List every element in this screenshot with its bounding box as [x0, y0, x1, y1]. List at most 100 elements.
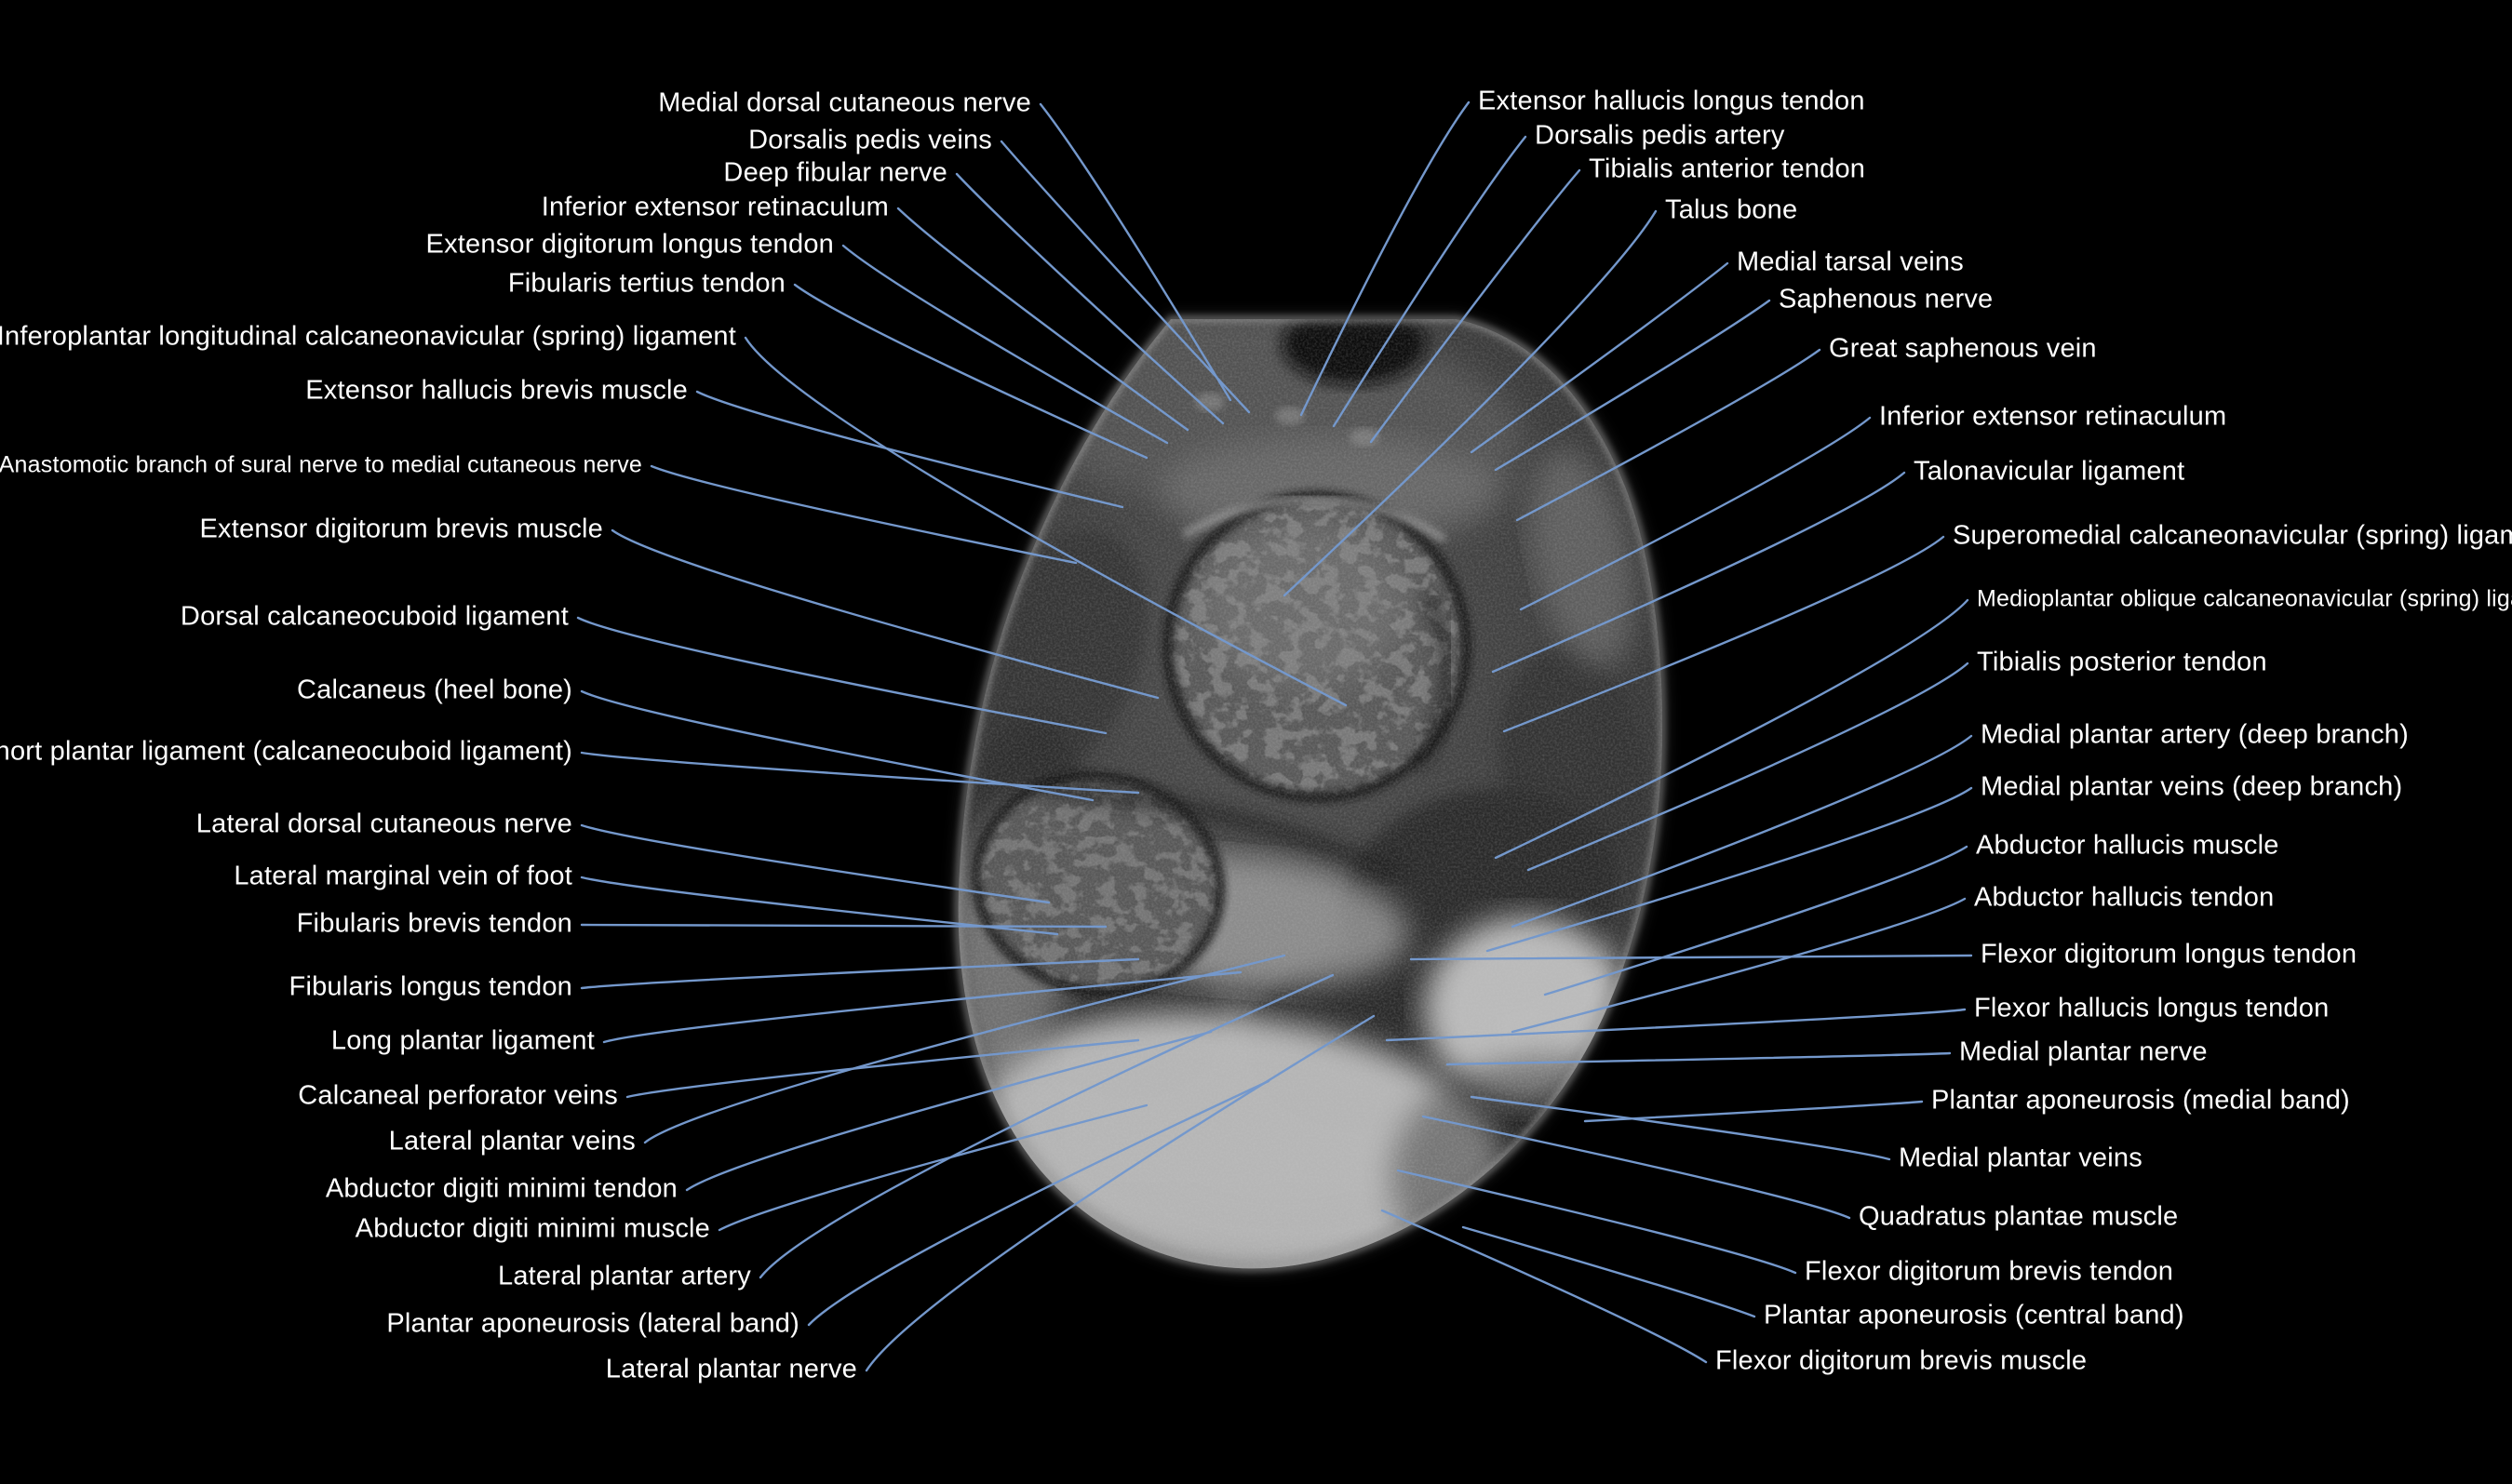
anatomy-label[interactable]: Medial dorsal cutaneous nerve [658, 87, 1031, 118]
anatomy-label[interactable]: Superomedial calcaneonavicular (spring) … [1953, 520, 2512, 551]
leader-line [1461, 1225, 1756, 1318]
leader-line [602, 970, 1243, 1044]
leader-line [611, 528, 1160, 700]
leader-line [580, 957, 1140, 990]
anatomy-label[interactable]: Tibialis anterior tendon [1589, 154, 1866, 184]
leader-line [1491, 471, 1906, 674]
anatomy-label[interactable]: Dorsal calcaneocuboid ligament [180, 601, 569, 632]
anatomy-label[interactable]: Medial plantar nerve [1959, 1036, 2208, 1067]
anatomy-label[interactable]: Extensor hallucis brevis muscle [305, 375, 688, 406]
anatomy-label[interactable]: Medial tarsal veins [1737, 247, 1964, 277]
anatomy-label[interactable]: Fibularis brevis tendon [296, 908, 572, 939]
leader-line [744, 336, 1348, 707]
leader-line [1511, 897, 1967, 1034]
leader-lines-group [576, 100, 1973, 1372]
leader-line [955, 172, 1225, 425]
leader-line [1396, 1169, 1797, 1275]
leader-line [896, 207, 1189, 432]
anatomy-label[interactable]: Lateral plantar artery [498, 1261, 751, 1291]
leader-line [1385, 1008, 1967, 1042]
leader-line [1494, 299, 1771, 472]
leader-line [807, 1079, 1270, 1327]
anatomy-label[interactable]: Deep fibular nerve [723, 157, 947, 188]
anatomy-label[interactable]: Long plantar ligament [330, 1025, 595, 1056]
leader-line [650, 464, 1078, 565]
leader-line [1470, 1095, 1891, 1161]
leader-line [1299, 100, 1471, 417]
anatomy-label[interactable]: Dorsalis pedis veins [748, 125, 992, 155]
anatomy-label[interactable]: Medioplantar oblique calcaneonavicular (… [1977, 585, 2512, 612]
leader-line [1369, 168, 1581, 444]
leader-line [1445, 1051, 1952, 1066]
leader-line [865, 1014, 1376, 1372]
leader-line [718, 1103, 1149, 1232]
leader-line [1421, 1115, 1851, 1220]
anatomy-label[interactable]: Calcaneal perforator veins [298, 1080, 618, 1111]
leader-line [1409, 954, 1973, 961]
leader-line [1515, 348, 1821, 522]
leader-line [685, 1030, 1213, 1192]
anatomy-label[interactable]: Plantar aponeurosis (central band) [1764, 1300, 2184, 1330]
anatomy-label[interactable]: Flexor digitorum longus tendon [1981, 939, 2358, 969]
anatomy-label[interactable]: Fibularis tertius tendon [507, 268, 786, 299]
leader-line [1000, 140, 1251, 414]
leader-line [580, 751, 1140, 795]
leader-line [1494, 598, 1969, 860]
leader-line [1485, 786, 1973, 953]
leader-line [1519, 416, 1872, 611]
leader-line [580, 823, 1051, 904]
anatomy-label[interactable]: Medial plantar artery (deep branch) [1981, 719, 2409, 750]
anatomy-label[interactable]: Plantar aponeurosis (medial band) [1931, 1085, 2350, 1116]
anatomy-label[interactable]: Tibialis posterior tendon [1977, 647, 2267, 677]
anatomy-label[interactable]: Abductor digiti minimi muscle [355, 1213, 710, 1244]
anatomy-label[interactable]: Dorsalis pedis artery [1535, 120, 1785, 151]
leader-line [1583, 1100, 1924, 1123]
leader-line [580, 689, 1095, 802]
leader-line [643, 954, 1286, 1144]
anatomy-label[interactable]: Great saphenous vein [1829, 333, 2097, 364]
anatomy-label[interactable]: Flexor digitorum brevis muscle [1715, 1345, 2088, 1376]
anatomy-label[interactable]: Saphenous nerve [1779, 284, 1994, 314]
anatomy-label[interactable]: Short plantar ligament (calcaneocuboid l… [0, 736, 572, 767]
leader-line [1039, 102, 1232, 402]
leader-line [580, 923, 1108, 929]
anatomy-label[interactable]: Fibularis longus tendon [289, 971, 572, 1002]
anatomy-label[interactable]: Extensor hallucis longus tendon [1478, 86, 1865, 116]
leader-line [625, 1038, 1140, 1099]
anatomy-label[interactable]: Flexor digitorum brevis tendon [1805, 1256, 2174, 1287]
anatomy-label[interactable]: Abductor hallucis tendon [1974, 882, 2275, 913]
anatomy-label[interactable]: Medial plantar veins (deep branch) [1981, 771, 2403, 802]
leader-line [1470, 261, 1729, 454]
anatomy-label[interactable]: Lateral marginal vein of foot [234, 861, 572, 891]
anatomy-label[interactable]: Abductor digiti minimi tendon [325, 1173, 678, 1204]
leader-line [1332, 135, 1527, 428]
leader-line [1526, 662, 1969, 872]
leader-line [841, 244, 1169, 445]
anatomy-label[interactable]: Talonavicular ligament [1914, 456, 2185, 487]
anatomy-label[interactable]: Inferoplantar longitudinal calcaneonavic… [0, 321, 736, 352]
anatomy-label[interactable]: Flexor hallucis longus tendon [1974, 993, 2330, 1023]
leader-line [1502, 535, 1945, 733]
anatomy-label[interactable]: Calcaneus (heel bone) [297, 675, 572, 705]
anatomy-label[interactable]: Anastomotic branch of sural nerve to med… [0, 451, 642, 478]
anatomy-label[interactable]: Extensor digitorum longus tendon [425, 229, 834, 260]
anatomy-label[interactable]: Plantar aponeurosis (lateral band) [386, 1308, 799, 1339]
leader-line [759, 973, 1335, 1279]
leader-line [1543, 845, 1968, 996]
anatomy-label[interactable]: Lateral plantar veins [388, 1126, 636, 1156]
anatomy-label[interactable]: Quadratus plantae muscle [1859, 1201, 2179, 1232]
anatomy-label[interactable]: Extensor digitorum brevis muscle [199, 514, 603, 544]
leader-line [695, 390, 1124, 509]
leader-line [793, 283, 1149, 460]
anatomy-label[interactable]: Inferior extensor retinaculum [1879, 401, 2227, 432]
anatomy-label[interactable]: Lateral plantar nerve [605, 1354, 857, 1384]
anatomy-label[interactable]: Abductor hallucis muscle [1976, 830, 2279, 861]
anatomy-label[interactable]: Talus bone [1665, 194, 1798, 225]
leader-line [1380, 1209, 1708, 1364]
anatomy-label[interactable]: Medial plantar veins [1899, 1143, 2143, 1173]
leader-line [1283, 209, 1658, 597]
anatomy-label[interactable]: Inferior extensor retinaculum [541, 192, 889, 222]
anatomy-label[interactable]: Lateral dorsal cutaneous nerve [195, 809, 572, 839]
